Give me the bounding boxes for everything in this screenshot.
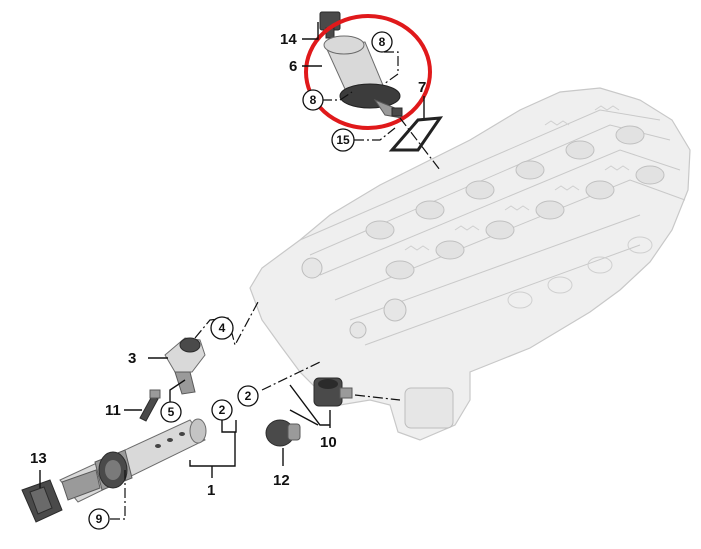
bolt-11 [139, 389, 161, 422]
svg-text:12: 12 [273, 472, 290, 489]
callout-13: 13 [30, 450, 47, 467]
callout-14: 14 [280, 31, 297, 48]
valve-springs [404, 105, 630, 251]
vanos-solenoid-valve [319, 11, 404, 119]
seal-ring [388, 116, 444, 152]
svg-text:5: 5 [168, 405, 175, 419]
callout-12: 12 [273, 472, 290, 489]
svg-text:11: 11 [105, 402, 121, 419]
oil-pressure-switch [313, 377, 353, 407]
callout-10: 10 [320, 434, 337, 451]
callout-15: 15 [331, 128, 355, 152]
callout-2-right: 2 [237, 385, 259, 407]
camshaft-lobes [365, 125, 665, 280]
svg-text:13: 13 [30, 450, 47, 467]
svg-text:10: 10 [320, 434, 337, 451]
cylinder-head [249, 87, 691, 441]
svg-text:3: 3 [128, 350, 136, 367]
callout-3: 3 [128, 350, 136, 367]
callout-8-bottom: 8 [302, 89, 324, 111]
vanos-central-bolt [59, 418, 207, 503]
plug-12 [265, 419, 301, 447]
head-front-ports [301, 257, 454, 429]
callout-2-left: 2 [211, 399, 233, 421]
svg-text:1: 1 [207, 482, 215, 499]
svg-text:15: 15 [336, 133, 350, 147]
callout-7: 7 [418, 79, 426, 96]
svg-text:8: 8 [310, 93, 317, 107]
svg-text:6: 6 [289, 58, 297, 75]
sleeve-13 [21, 479, 63, 523]
callout-6: 6 [289, 58, 297, 75]
callout-4: 4 [210, 316, 234, 340]
svg-text:14: 14 [280, 31, 297, 48]
callout-11: 11 [105, 402, 121, 419]
svg-text:7: 7 [418, 79, 426, 96]
svg-text:4: 4 [219, 321, 226, 335]
callout-5: 5 [160, 401, 182, 423]
svg-text:9: 9 [96, 512, 103, 526]
callout-8-top: 8 [371, 31, 393, 53]
callout-1: 1 [207, 482, 215, 499]
callout-9: 9 [88, 508, 110, 530]
leader-lines [39, 22, 441, 520]
head-lower-bores [507, 236, 653, 309]
svg-text:2: 2 [245, 389, 252, 403]
svg-text:2: 2 [219, 403, 226, 417]
highlight-circle [304, 14, 432, 130]
svg-text:8: 8 [379, 35, 386, 49]
camshaft-sensor [164, 337, 206, 395]
